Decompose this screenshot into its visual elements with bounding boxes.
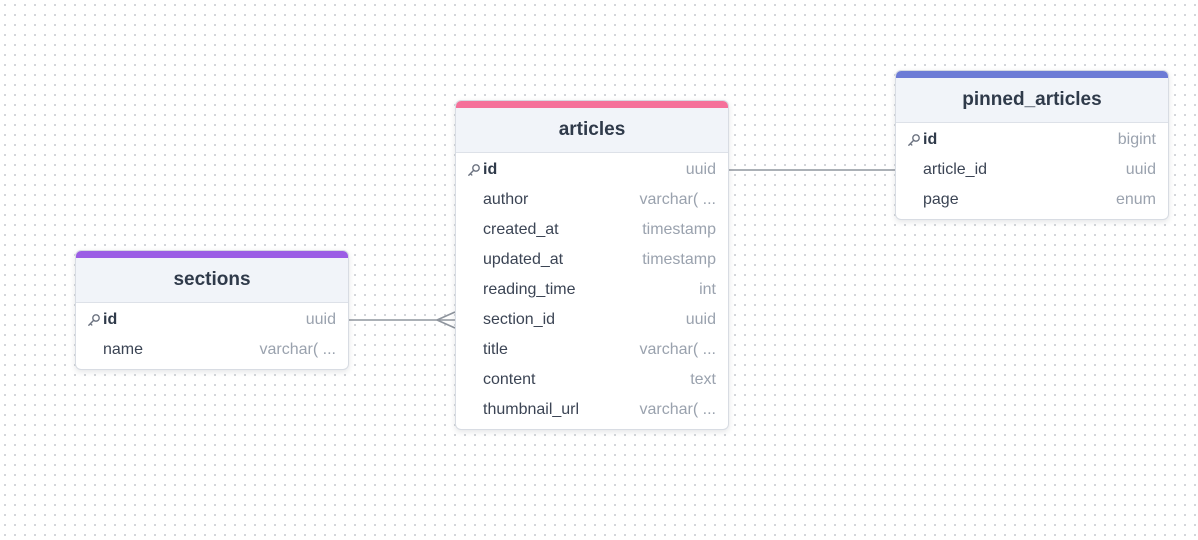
column-type: timestamp xyxy=(642,251,716,268)
column-type: uuid xyxy=(1125,161,1156,178)
table-accent-bar xyxy=(76,251,348,258)
table-title: articles xyxy=(558,119,626,140)
key-icon xyxy=(467,163,481,177)
column-list: id bigint article_id uuid page enum xyxy=(896,123,1168,219)
table-header[interactable]: sections xyxy=(76,258,348,303)
column-name: name xyxy=(103,341,144,358)
table-accent-bar xyxy=(896,71,1168,78)
column-row-title[interactable]: title varchar( ... xyxy=(456,335,728,365)
column-row-author[interactable]: author varchar( ... xyxy=(456,185,728,215)
column-type: uuid xyxy=(305,311,336,328)
column-name: id xyxy=(923,131,938,148)
table-header[interactable]: articles xyxy=(456,108,728,153)
column-type: timestamp xyxy=(642,221,716,238)
column-name: created_at xyxy=(483,221,559,238)
key-icon xyxy=(907,133,921,147)
column-row-page[interactable]: page enum xyxy=(896,185,1168,215)
column-name: updated_at xyxy=(483,251,564,268)
column-row-reading-time[interactable]: reading_time int xyxy=(456,275,728,305)
column-list: id uuid name varchar( ... xyxy=(76,303,348,369)
column-name: id xyxy=(103,311,118,328)
column-row-article-id[interactable]: article_id uuid xyxy=(896,155,1168,185)
relation-sections-articles[interactable] xyxy=(347,311,456,329)
column-type: uuid xyxy=(685,161,716,178)
column-name: reading_time xyxy=(483,281,576,298)
column-name: author xyxy=(483,191,529,208)
column-row-content[interactable]: content text xyxy=(456,365,728,395)
column-row-updated-at[interactable]: updated_at timestamp xyxy=(456,245,728,275)
column-type: varchar( ... xyxy=(639,401,716,418)
column-row-created-at[interactable]: created_at timestamp xyxy=(456,215,728,245)
column-type: uuid xyxy=(685,311,716,328)
column-name: page xyxy=(923,191,959,208)
table-title: sections xyxy=(173,269,251,290)
crowfoot-many-icon xyxy=(436,311,456,329)
column-type: varchar( ... xyxy=(639,191,716,208)
column-type: bigint xyxy=(1117,131,1156,148)
column-type: text xyxy=(690,371,716,388)
column-type: varchar( ... xyxy=(639,341,716,358)
column-name: thumbnail_url xyxy=(483,401,580,418)
column-type: enum xyxy=(1115,191,1156,208)
table-accent-bar xyxy=(456,101,728,108)
column-row-thumbnail-url[interactable]: thumbnail_url varchar( ... xyxy=(456,395,728,425)
column-name: id xyxy=(483,161,498,178)
column-name: content xyxy=(483,371,536,388)
column-row-id[interactable]: id uuid xyxy=(456,155,728,185)
column-name: article_id xyxy=(923,161,988,178)
column-type: int xyxy=(699,281,716,298)
table-articles[interactable]: articles id uuid author varchar( ... created_… xyxy=(455,100,729,430)
column-row-id[interactable]: id uuid xyxy=(76,305,348,335)
key-icon xyxy=(87,313,101,327)
column-name: title xyxy=(483,341,508,358)
table-sections[interactable]: sections id uuid name varchar( ... xyxy=(75,250,349,370)
column-row-name[interactable]: name varchar( ... xyxy=(76,335,348,365)
table-header[interactable]: pinned_articles xyxy=(896,78,1168,123)
column-row-id[interactable]: id bigint xyxy=(896,125,1168,155)
column-type: varchar( ... xyxy=(259,341,336,358)
column-name: section_id xyxy=(483,311,556,328)
column-row-section-id[interactable]: section_id uuid xyxy=(456,305,728,335)
table-title: pinned_articles xyxy=(962,89,1102,110)
